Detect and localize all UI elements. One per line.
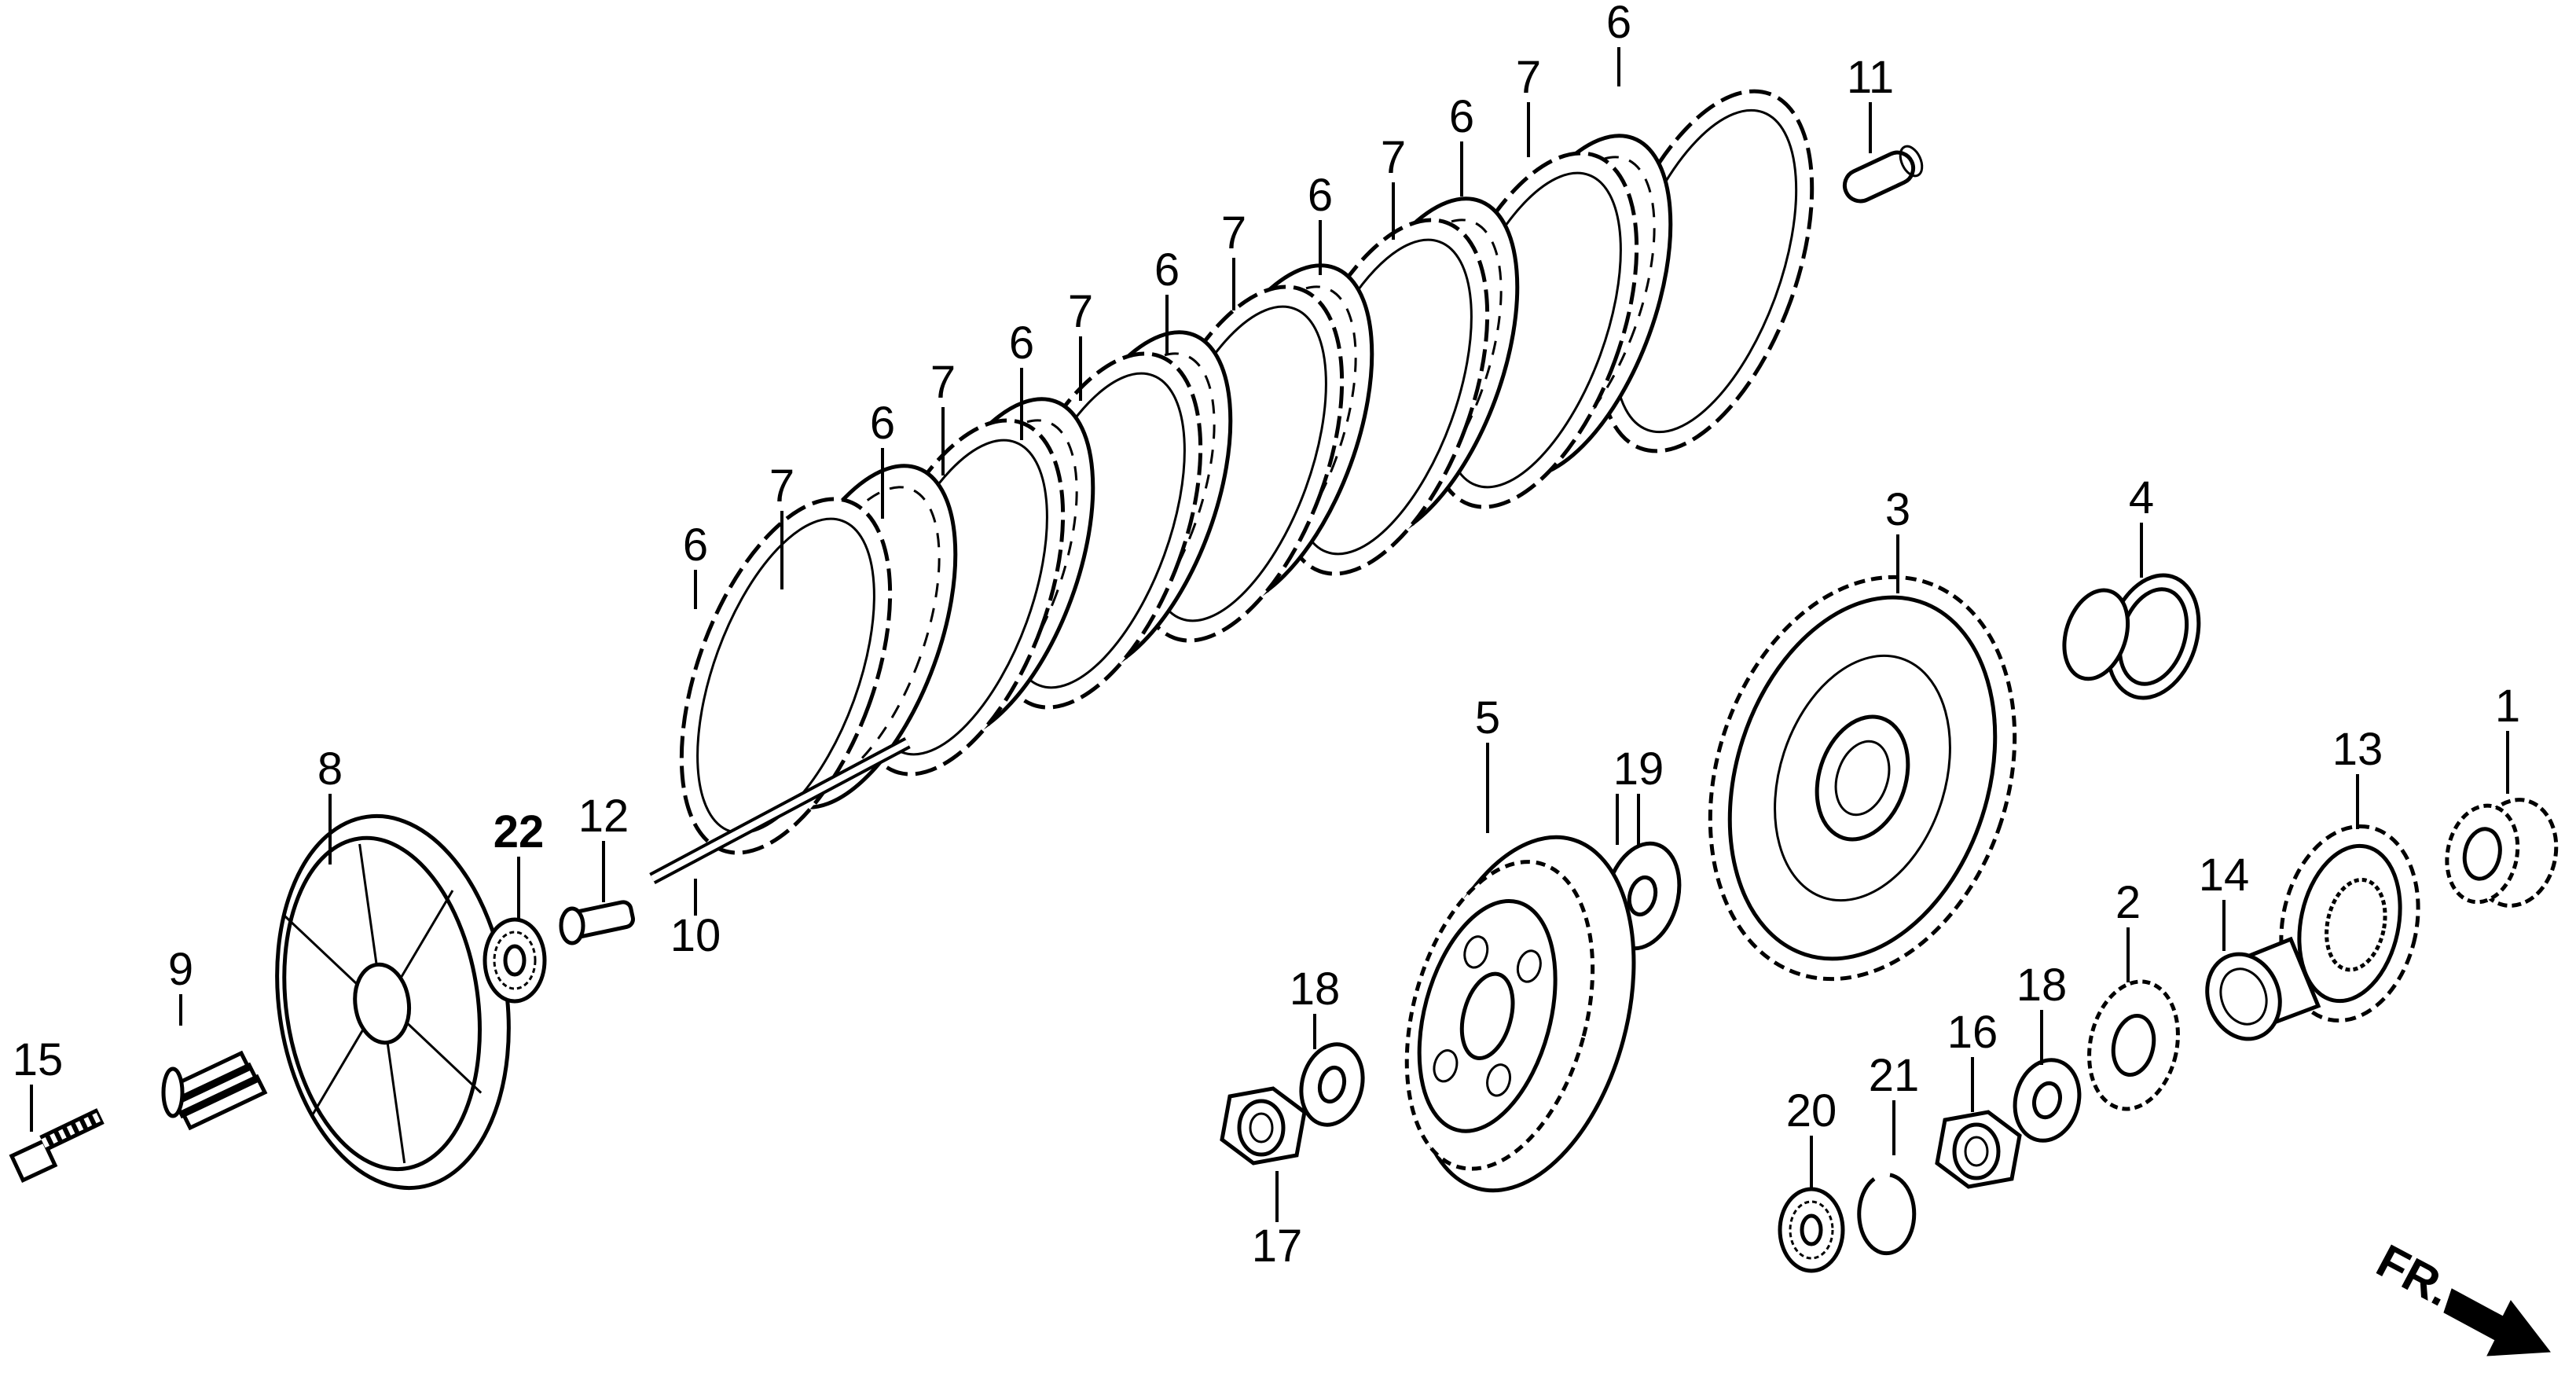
label-part-3: 3 — [1885, 484, 1910, 535]
label-part-14: 14 — [2199, 850, 2250, 901]
label-part-9: 9 — [168, 944, 193, 995]
lock-nut-16 — [1935, 1110, 2022, 1189]
label-part-6-d: 6 — [1154, 244, 1180, 296]
label-part-19: 19 — [1613, 743, 1664, 795]
label-part-22: 22 — [494, 806, 545, 857]
leader-lines — [30, 47, 2509, 1222]
lock-nut-17 — [1220, 1086, 1307, 1166]
outer-guide-collar — [2062, 573, 2201, 700]
label-part-10: 10 — [670, 910, 721, 961]
label-part-7-f: 7 — [1516, 52, 1541, 103]
gear-13 — [2279, 824, 2420, 1023]
sleeve — [2205, 936, 2321, 1041]
label-part-7-a: 7 — [769, 461, 794, 512]
label-part-7-b: 7 — [930, 357, 956, 408]
label-part-13: 13 — [2332, 724, 2383, 775]
gear-1 — [2445, 798, 2559, 908]
arrow-down-right-icon — [2443, 1288, 2551, 1356]
label-part-8: 8 — [317, 743, 343, 795]
label-part-20: 20 — [1786, 1085, 1837, 1136]
lifter-piece — [559, 900, 635, 945]
label-part-6-b: 6 — [870, 398, 895, 449]
part-labels: 1 2 3 4 5 6 7 6 7 6 7 6 7 6 7 6 7 6 8 9 … — [13, 0, 2520, 1272]
label-part-21: 21 — [1869, 1050, 1920, 1101]
lifter-rod — [649, 736, 911, 885]
label-part-18-right: 18 — [2016, 960, 2068, 1011]
label-part-15: 15 — [13, 1034, 64, 1085]
lock-washer-18-left — [1299, 1042, 1365, 1127]
front-direction-indicator: FR. — [2369, 1234, 2551, 1356]
label-part-17: 17 — [1252, 1221, 1303, 1272]
label-part-11: 11 — [1847, 52, 1894, 103]
label-part-6-a: 6 — [683, 519, 708, 571]
label-part-6-c: 6 — [1009, 318, 1034, 369]
label-part-6-e: 6 — [1308, 170, 1333, 221]
label-part-7-e: 7 — [1381, 132, 1406, 183]
bearing-22 — [483, 917, 547, 1004]
clutch-spring — [161, 1050, 268, 1131]
pressure-plate — [275, 813, 511, 1191]
pin — [1842, 145, 1924, 204]
label-part-18-left: 18 — [1290, 964, 1341, 1015]
label-part-1: 1 — [2495, 681, 2520, 732]
lock-washer-18-right — [2013, 1058, 2082, 1143]
label-part-6-f: 6 — [1449, 91, 1474, 142]
label-part-4: 4 — [2129, 472, 2154, 523]
clutch-plate-stack — [679, 89, 1815, 855]
bolt — [9, 1108, 105, 1184]
label-part-16: 16 — [1947, 1007, 1998, 1058]
label-part-7-c: 7 — [1068, 286, 1093, 337]
gear-2 — [2087, 979, 2180, 1111]
label-part-5: 5 — [1475, 692, 1500, 743]
bearing-20 — [1778, 1187, 1845, 1273]
label-part-2: 2 — [2115, 877, 2141, 928]
clutch-center — [1404, 835, 1636, 1193]
snap-ring — [1857, 1173, 1917, 1256]
label-part-7-d: 7 — [1221, 207, 1246, 259]
clutch-outer — [1708, 575, 2017, 982]
label-part-6-g: 6 — [1606, 0, 1631, 48]
label-part-12: 12 — [578, 791, 629, 842]
